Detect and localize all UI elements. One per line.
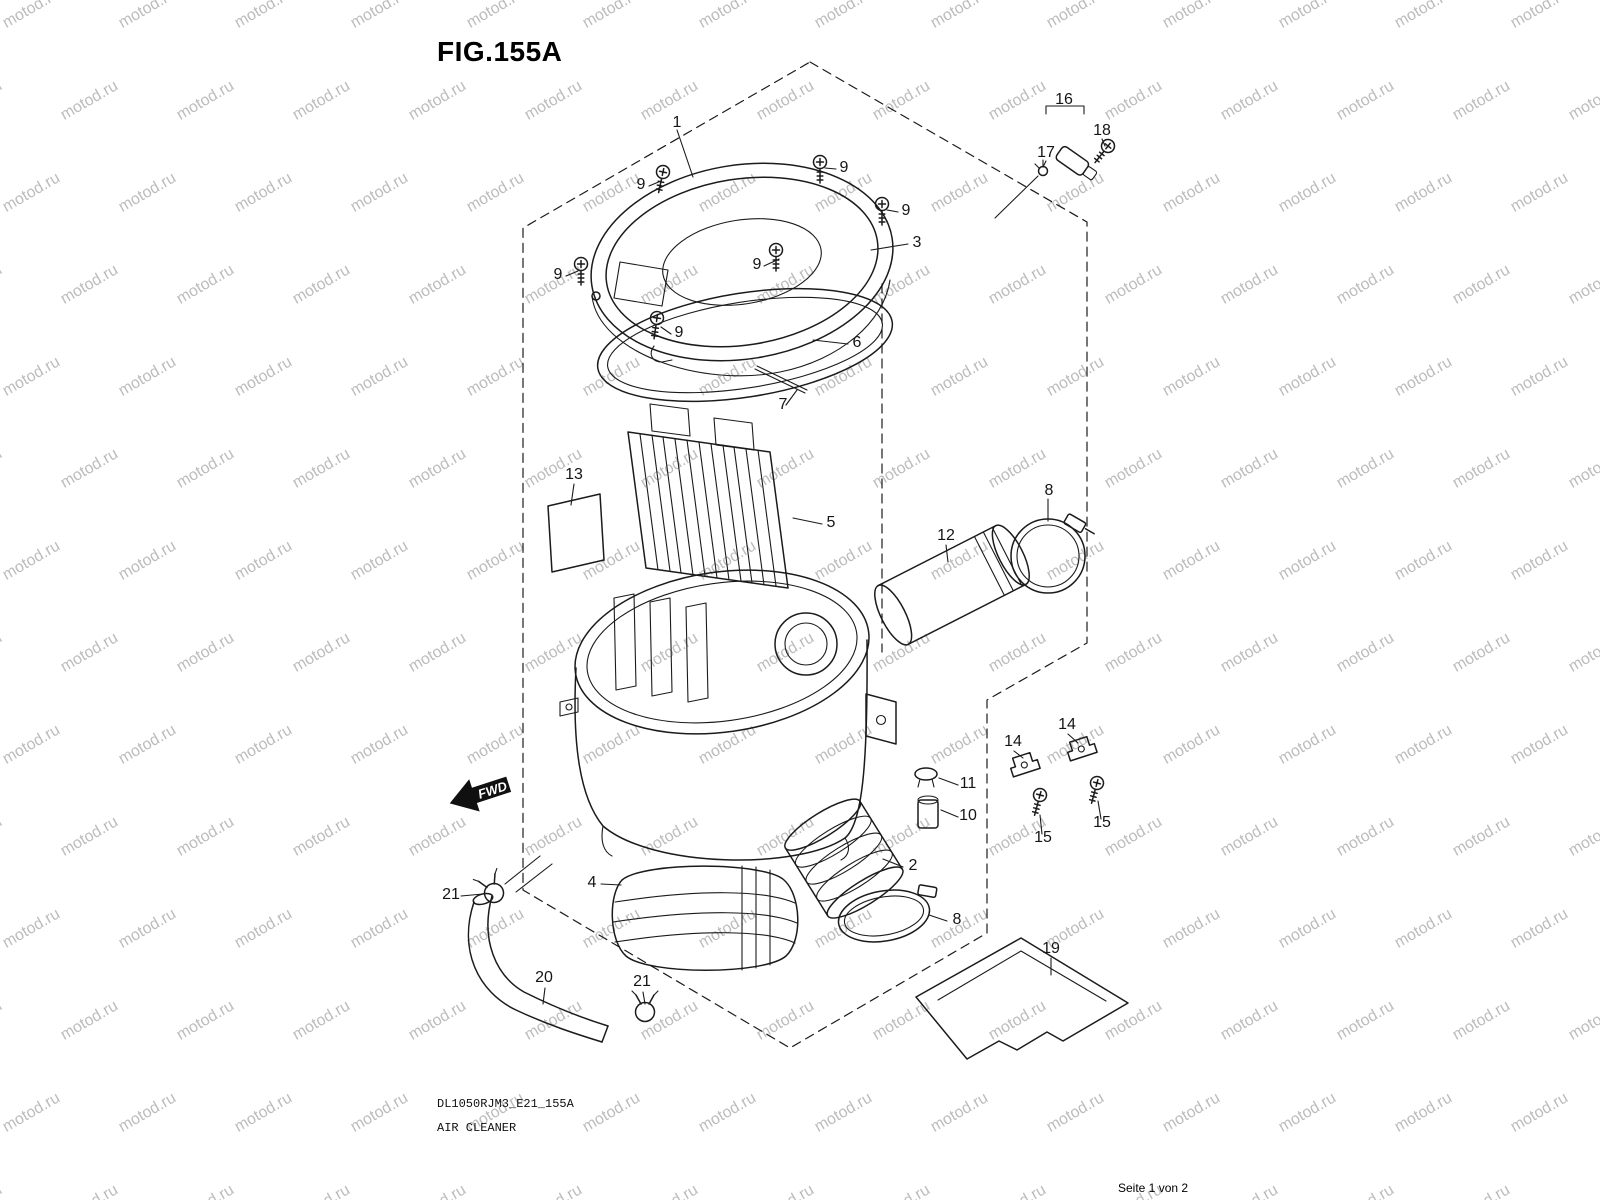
part-label-6: 6	[853, 334, 862, 351]
part-label-11: 11	[960, 775, 977, 792]
part-label-12: 12	[937, 527, 955, 544]
figure-code: DL1050RJM3_E21_155A	[437, 1097, 574, 1111]
clamp-21-lower	[631, 990, 659, 1023]
air-cleaner-case	[504, 569, 897, 893]
part-label-8: 8	[1045, 482, 1054, 499]
part-label-1: 1	[673, 114, 682, 131]
part-label-17: 17	[1037, 144, 1055, 161]
filter-element-5	[627, 403, 789, 589]
rod-7	[754, 365, 808, 394]
part-label-9: 9	[637, 176, 646, 193]
part-label-2: 2	[909, 857, 918, 874]
screw-15-left	[1027, 786, 1049, 818]
figure-footer: DL1050RJM3_E21_155A AIR CLEANER	[437, 1092, 574, 1140]
part-label-5: 5	[827, 514, 836, 531]
part-label-9: 9	[840, 159, 849, 176]
part-label-21: 21	[633, 973, 651, 990]
cap-11	[914, 767, 938, 788]
part-label-15: 15	[1034, 829, 1052, 846]
cushion-14-right	[1066, 735, 1098, 762]
part-label-9: 9	[554, 266, 563, 283]
part-label-16: 16	[1055, 91, 1073, 108]
part-label-21: 21	[442, 886, 460, 903]
part-labels: 1 9 9 9 9 9 9 3 6 7 13 5 12 8 16 17 18 1…	[442, 91, 1111, 990]
fwd-arrow: FWD	[449, 776, 512, 812]
leader-lines	[460, 129, 1106, 1005]
part-label-15: 15	[1093, 814, 1111, 831]
figure-title: FIG.155A	[437, 36, 563, 67]
clamp-8-lower	[837, 884, 938, 943]
outlet-duct-2	[784, 798, 904, 919]
element-13	[547, 493, 605, 573]
assembly-boundary-dashed	[522, 61, 1088, 1049]
inlet-cover-4	[611, 865, 799, 971]
screw-9	[768, 242, 784, 272]
part-label-13: 13	[565, 466, 583, 483]
part-label-18: 18	[1093, 122, 1111, 139]
part-label-10: 10	[959, 807, 977, 824]
drain-hose-20	[467, 892, 609, 1043]
fwd-label: FWD	[476, 778, 509, 802]
sensor-assembly-16	[1034, 105, 1118, 181]
seal-6	[596, 287, 894, 403]
spacer-10	[917, 795, 939, 829]
sensor-body	[1055, 145, 1098, 181]
bolt-17	[1037, 165, 1049, 177]
page-indicator: Seite 1 von 2	[1118, 1181, 1189, 1195]
figure-name: AIR CLEANER	[437, 1121, 517, 1135]
part-label-7: 7	[779, 396, 788, 413]
part-label-8: 8	[953, 911, 962, 928]
part-label-9: 9	[753, 256, 762, 273]
cover-panel-19	[915, 937, 1129, 1060]
clamp-21-upper	[472, 867, 505, 904]
bracket-16	[1045, 105, 1085, 115]
part-label-14: 14	[1058, 716, 1076, 733]
cushion-14-left	[1009, 751, 1041, 778]
screw-15-right	[1084, 774, 1106, 806]
part-label-3: 3	[913, 234, 922, 251]
part-label-9: 9	[902, 202, 911, 219]
part-label-9: 9	[675, 324, 684, 341]
part-label-4: 4	[588, 874, 597, 891]
part-label-14: 14	[1004, 733, 1022, 750]
part-label-19: 19	[1042, 940, 1060, 957]
part-label-20: 20	[535, 969, 553, 986]
